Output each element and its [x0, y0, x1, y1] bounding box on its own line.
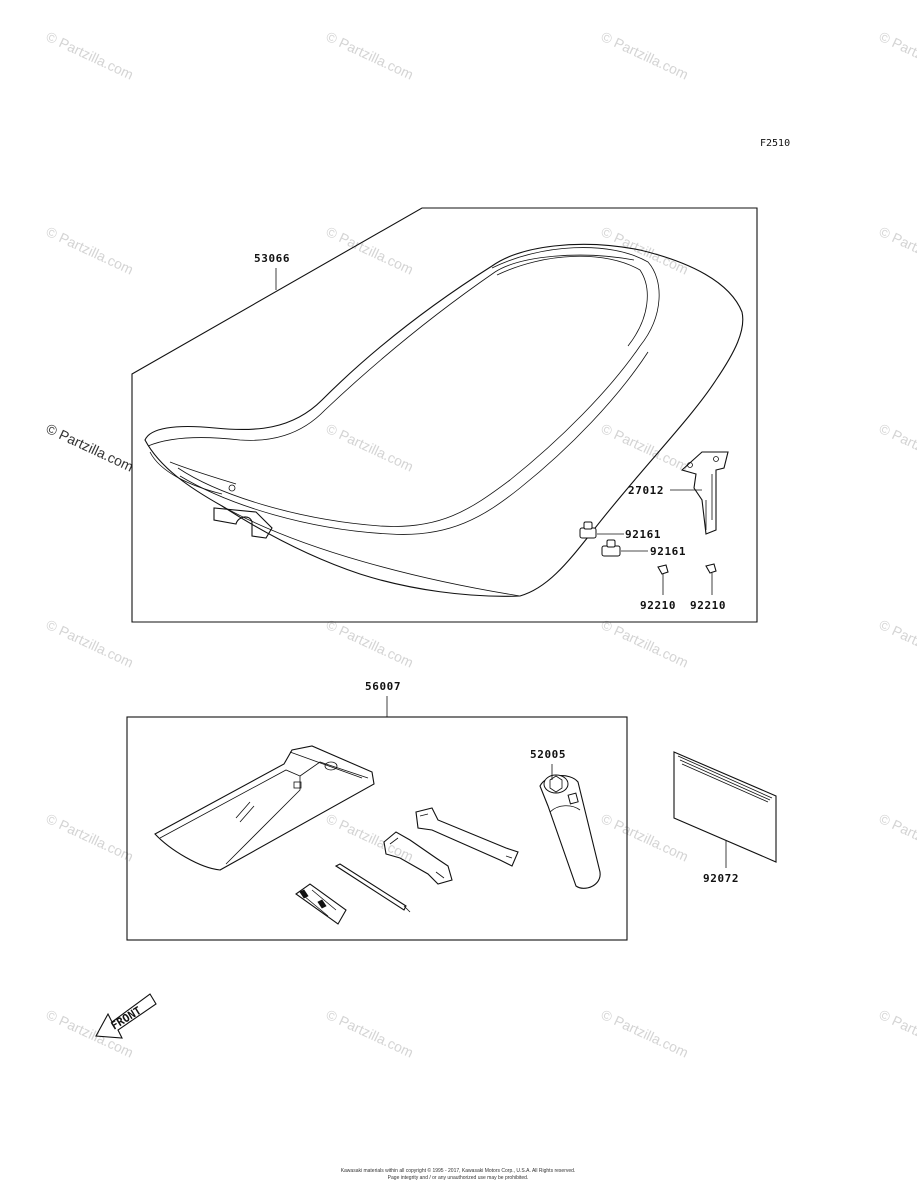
watermark: © Partzilla.com: [44, 616, 136, 670]
wrench-drawing: [415, 807, 519, 867]
watermark-grid: © Partzilla.com © Partzilla.com © Partzi…: [44, 28, 917, 1060]
watermark: © Partzilla.com: [599, 28, 691, 82]
part-label-27012[interactable]: 27012: [628, 484, 664, 497]
watermark: © Partzilla.com: [599, 223, 691, 277]
figure-code: F2510: [760, 138, 790, 149]
watermark: © Partzilla.com: [877, 1006, 917, 1060]
watermark: © Partzilla.com: [324, 1006, 416, 1060]
seat-panel-frame: [131, 207, 758, 623]
damper-92161-a-drawing: [579, 521, 597, 539]
watermark: © Partzilla.com: [877, 223, 917, 277]
watermark: © Partzilla.com: [324, 420, 416, 474]
damper-92161-b-drawing: [601, 539, 621, 557]
watermark: © Partzilla.com: [324, 810, 416, 864]
watermark: © Partzilla.com: [599, 810, 691, 864]
tool-bag-drawing: [154, 745, 375, 871]
watermark: © Partzilla.com: [877, 28, 917, 82]
part-label-52005[interactable]: 52005: [530, 748, 566, 761]
tool-kit-group: 56007: [126, 680, 628, 941]
watermark: © Partzilla.com: [877, 616, 917, 670]
owners-manual-group: 92072: [673, 751, 777, 885]
copyright-line-1: Kawasaki materials within all copyright …: [341, 1167, 576, 1174]
watermark: © Partzilla.com: [877, 420, 917, 474]
screwdriver-handle-drawing: [295, 883, 347, 925]
watermark: © Partzilla.com: [324, 223, 416, 277]
watermark: © Partzilla.com: [44, 28, 136, 82]
part-label-92161-b[interactable]: 92161: [650, 545, 686, 558]
part-label-56007[interactable]: 56007: [365, 680, 401, 693]
watermark: © Partzilla.com: [877, 810, 917, 864]
copyright-line-2: Page integrity and / or any unauthorized…: [388, 1175, 529, 1181]
part-label-92210-b[interactable]: 92210: [690, 599, 726, 612]
screw-92210-b-drawing: [705, 563, 717, 595]
owners-manual-drawing: [673, 751, 777, 863]
part-label-92210-a[interactable]: 92210: [640, 599, 676, 612]
watermark: © Partzilla.com: [324, 616, 416, 670]
grip-52005-drawing: [539, 774, 601, 889]
part-label-92072[interactable]: 92072: [703, 872, 739, 885]
watermark: © Partzilla.com: [599, 616, 691, 670]
seat-drawing: [144, 243, 744, 597]
part-label-92161-a[interactable]: 92161: [625, 528, 661, 541]
watermark: © Partzilla.com: [44, 810, 136, 864]
watermark: © Partzilla.com: [324, 28, 416, 82]
tool-kit-panel-frame: [126, 716, 628, 941]
watermark: © Partzilla.com: [599, 420, 691, 474]
watermark: © Partzilla.com: [599, 1006, 691, 1060]
spanner-drawing: [383, 831, 453, 885]
screw-92210-a-drawing: [657, 564, 669, 595]
screwdriver-drawing: [334, 863, 411, 913]
front-label: FRONT: [109, 1004, 144, 1033]
bracket-27012-drawing: [680, 451, 729, 535]
watermark: © Partzilla.com: [44, 223, 136, 277]
watermark: © Partzilla.com: [44, 420, 136, 474]
part-label-53066[interactable]: 53066: [254, 252, 290, 265]
seat-assembly-group: 53066: [131, 207, 758, 623]
